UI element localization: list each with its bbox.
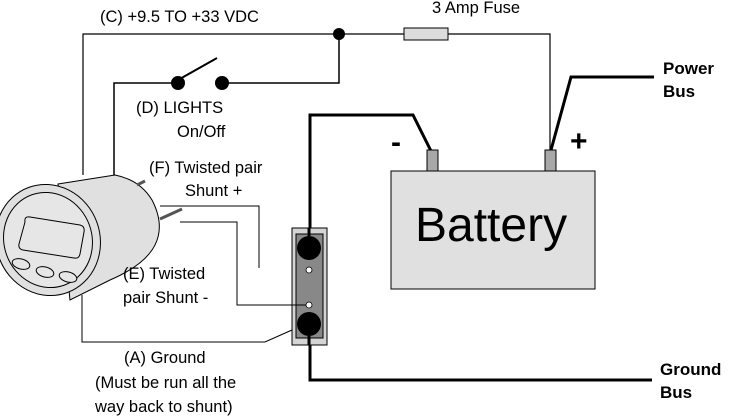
battery-label: Battery <box>415 199 568 252</box>
shunt-plus-label-line2: Shunt + <box>185 182 243 200</box>
shunt-sense-bottom <box>305 301 313 309</box>
ground-wire <box>81 295 293 343</box>
power-bus-label-line2: Bus <box>663 82 696 101</box>
shunt-minus-label-line2: pair Shunt - <box>123 289 209 307</box>
gauge-display <box>18 216 85 259</box>
power-bus-wire <box>549 75 654 151</box>
ground-label-line1: (A) Ground <box>124 349 206 367</box>
ground-label-line2: (Must be run all the <box>95 374 237 392</box>
shunt-minus-label-line1: (E) Twisted <box>123 265 206 283</box>
shunt-minus-wire <box>180 221 306 306</box>
shunt-plus-label-line1: (F) Twisted pair <box>149 159 263 177</box>
battery-body <box>390 170 596 290</box>
fuse-label: 3 Amp Fuse <box>432 0 521 17</box>
supply-label: (C) +9.5 TO +33 VDC <box>100 8 259 26</box>
shunt-bolt-bottom <box>297 312 321 336</box>
shunt-bolt-top <box>297 236 321 260</box>
negative-sign: - <box>391 126 401 159</box>
positive-terminal <box>544 149 557 172</box>
switch-contact-left <box>171 76 185 90</box>
shunt-plus-wire <box>160 205 260 268</box>
power-bus-label-line1: Power <box>663 59 715 78</box>
lights-label-line1: (D) LIGHTS <box>136 99 224 117</box>
lights-wire <box>113 82 178 175</box>
shunt-sense-top <box>305 266 313 274</box>
ground-label-line3: way back to shunt) <box>95 398 233 416</box>
gauge-button-2 <box>35 266 55 278</box>
switch-to-junction-wire <box>222 34 340 84</box>
negative-terminal <box>426 149 439 172</box>
ground-bus-wire <box>308 330 652 382</box>
gauge-button-3 <box>58 271 78 283</box>
supply-wire <box>82 33 407 175</box>
ground-bus-label-line1: Ground <box>660 360 722 379</box>
gauge-stud-side <box>159 207 183 221</box>
switch-contact-right <box>215 76 229 90</box>
gauge-button-1 <box>11 258 31 270</box>
lights-label-line2: On/Off <box>177 123 226 141</box>
ground-bus-label-line2: Bus <box>660 383 693 402</box>
fuse <box>403 27 449 41</box>
gauge-stud-top <box>136 179 146 187</box>
switch-lever <box>177 57 218 81</box>
negative-wire <box>308 113 434 240</box>
positive-sign: + <box>570 125 588 158</box>
gauge <box>0 174 183 301</box>
fuse-to-positive-wire <box>447 33 551 152</box>
